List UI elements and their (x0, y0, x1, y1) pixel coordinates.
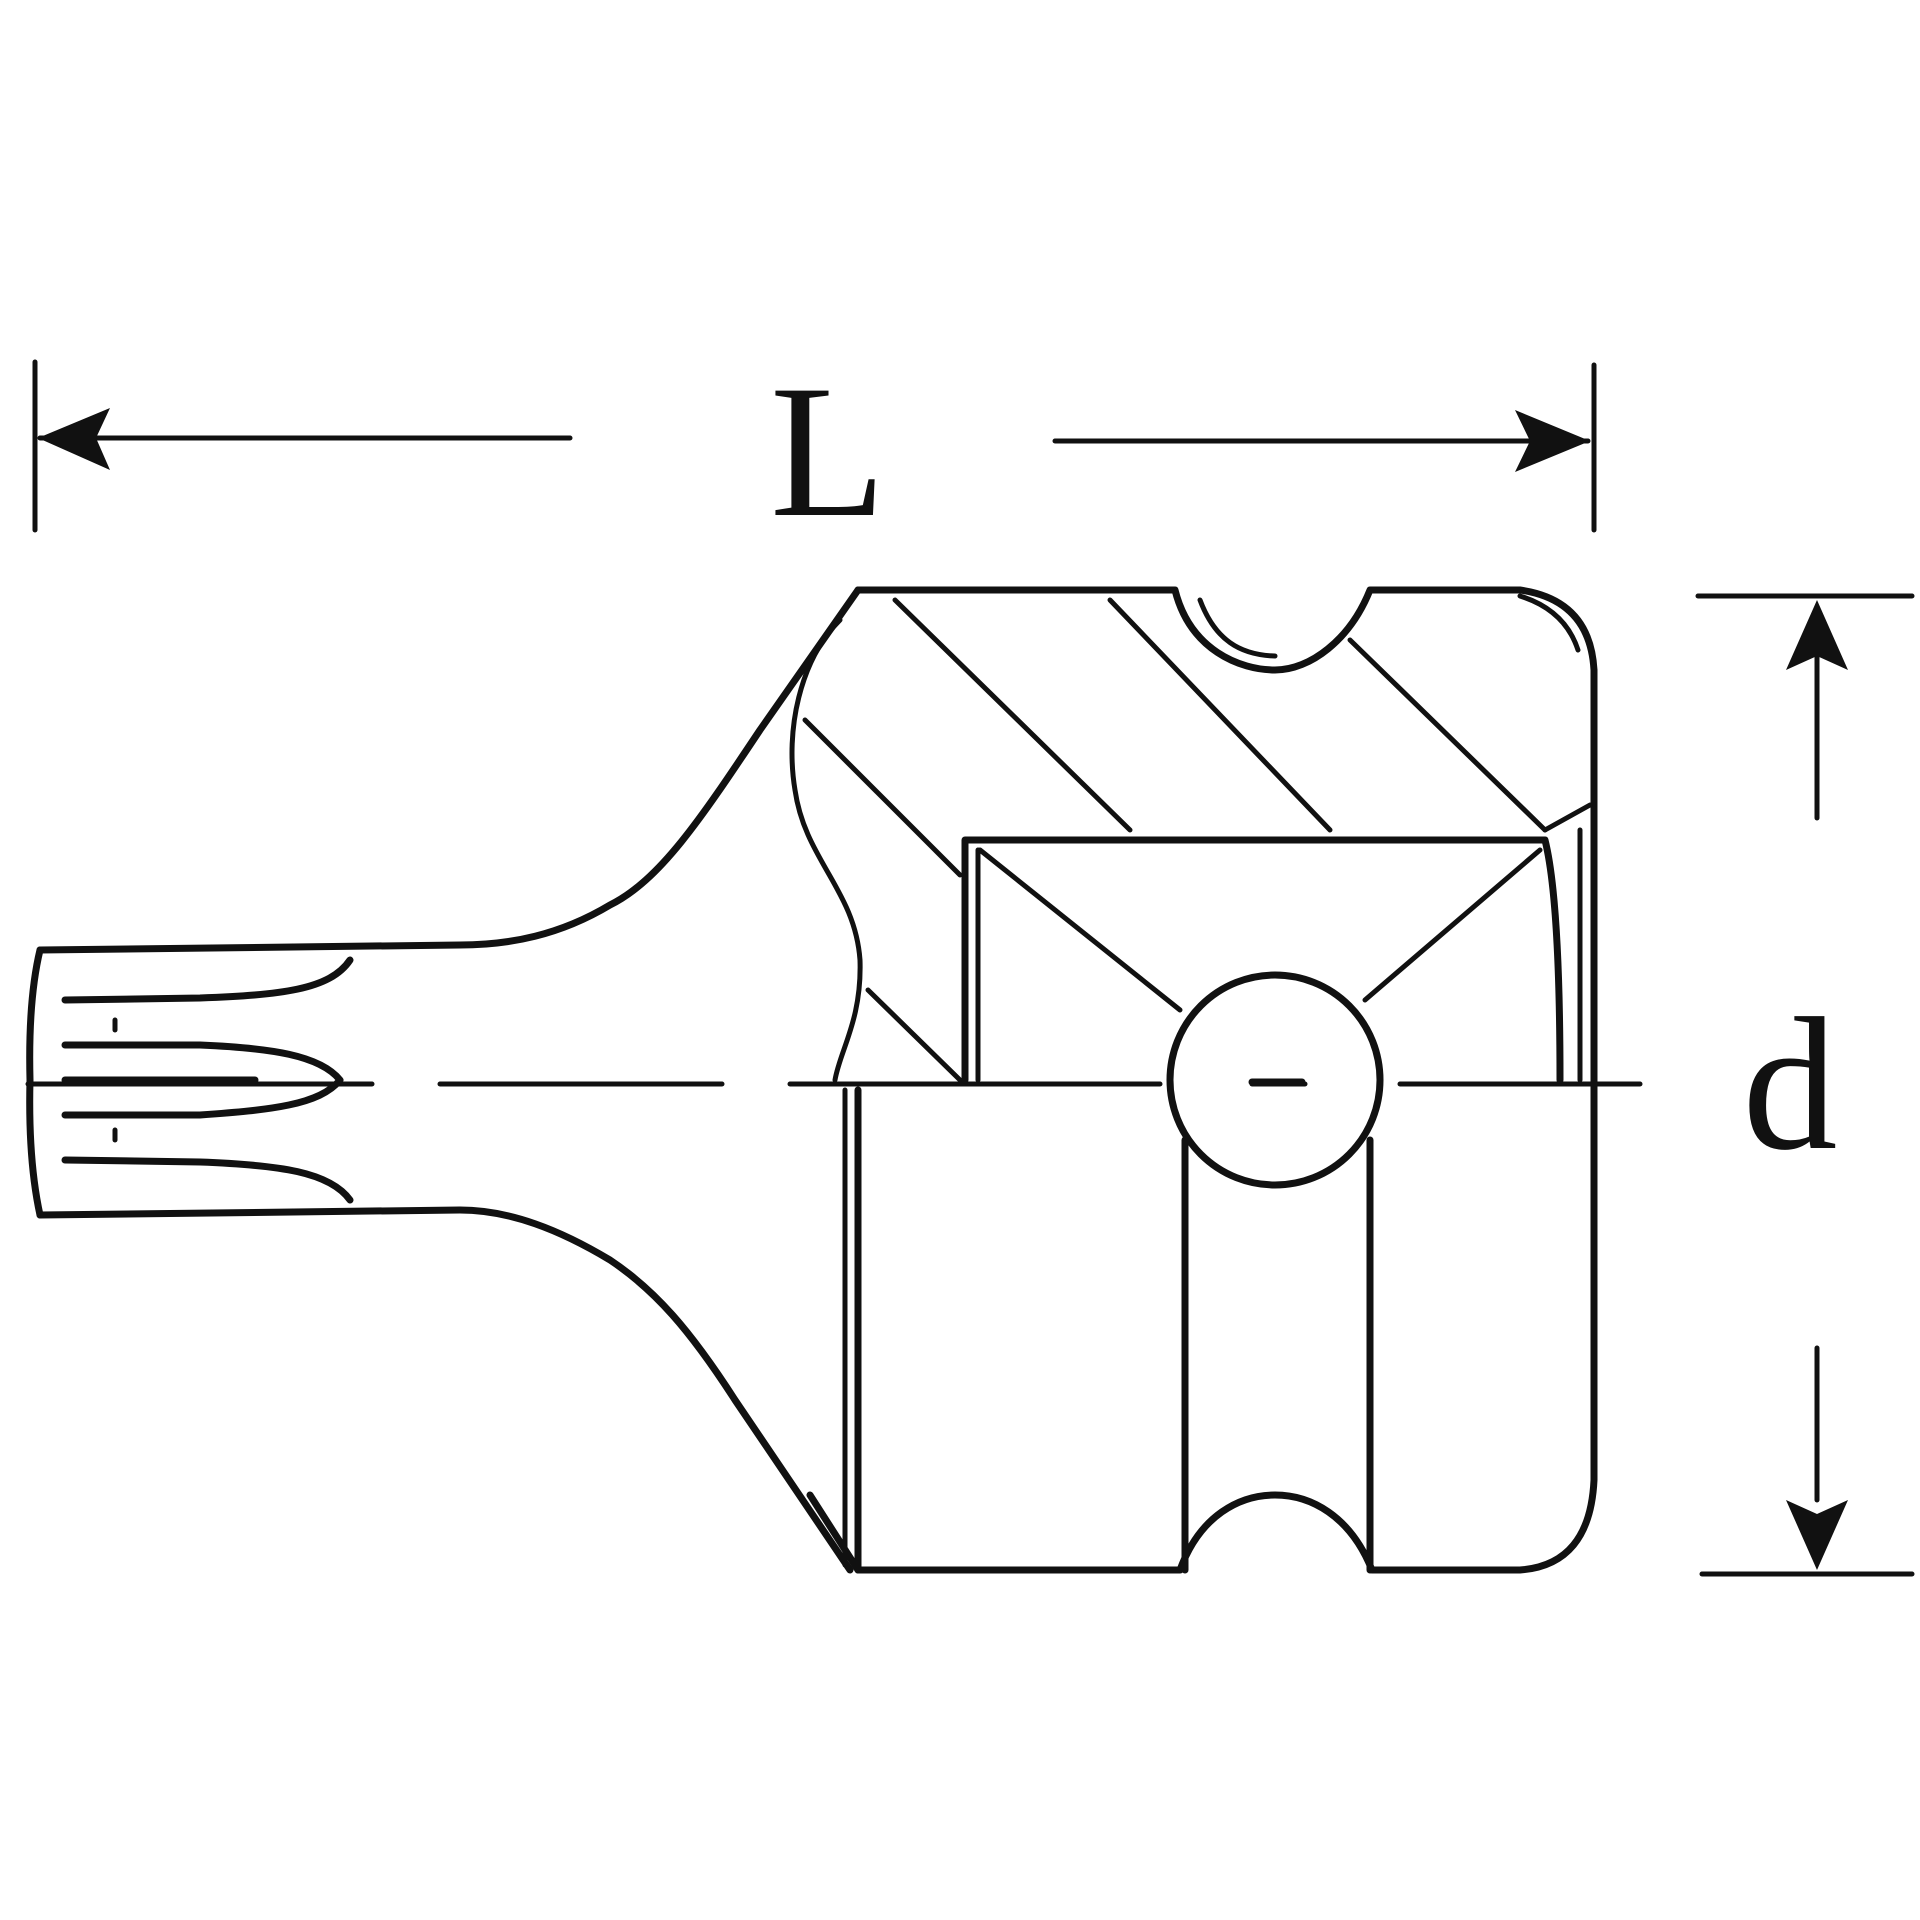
diameter-dimension: d (1695, 593, 1915, 1577)
diameter-arrowhead-bottom (1786, 1500, 1848, 1570)
cavity-diagonal-right (1362, 847, 1543, 1003)
detent-ball (1166, 971, 1384, 1189)
hatch-line (802, 717, 963, 878)
hatch-line (1542, 802, 1593, 833)
section-hatching (802, 597, 1593, 1083)
shank-upper-curve (36, 586, 862, 954)
bit-shank (36, 586, 863, 1574)
square-drive-cavity (961, 836, 1564, 1084)
shank-inner-curve (789, 617, 863, 1083)
hatch-line (1107, 597, 1333, 833)
top-groove-line (1197, 597, 1278, 659)
torx-lobe-mid-upper (61, 1041, 344, 1119)
torx-lobe-lower (61, 1156, 354, 1204)
torx-tip (26, 946, 354, 1219)
diameter-label: d (1743, 980, 1838, 1190)
tip-end-face (26, 946, 44, 1219)
length-arrowhead-left (38, 408, 110, 470)
socket-body (806, 586, 1598, 1574)
hatch-line (892, 597, 1133, 833)
hatch-line (1347, 637, 1548, 833)
length-dimension: L (32, 347, 1597, 557)
cavity-diagonal-left (977, 847, 1183, 1013)
shank-lower-curve (36, 1206, 854, 1574)
socket-lower-half (842, 1086, 1374, 1574)
cavity-outline (961, 836, 1564, 1084)
socket-outer-outline (806, 586, 1598, 1574)
torx-lobe-upper (61, 956, 354, 1004)
length-arrowhead-right (1515, 410, 1590, 472)
diameter-arrowhead-top (1786, 600, 1848, 670)
top-right-chamfer (1517, 593, 1581, 653)
hatch-line (865, 987, 963, 1083)
length-label: L (770, 347, 886, 557)
detent-ball-circle (1166, 971, 1384, 1189)
